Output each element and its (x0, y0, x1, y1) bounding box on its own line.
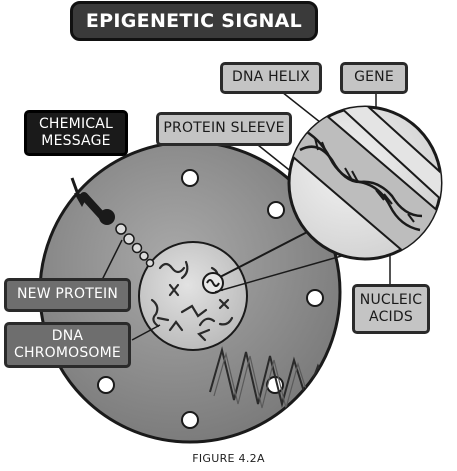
label-dna-helix-text: DNA HELIX (232, 69, 310, 85)
gene-locus-squiggle (206, 279, 220, 287)
nucleus (138, 241, 248, 351)
zoom-connector-lower (214, 254, 346, 293)
chemical-message-pathway (70, 177, 155, 268)
label-dna-chromosome: DNA CHROMOSOME (4, 322, 131, 368)
protein-coil-shadow (213, 351, 311, 411)
zoom-connector-upper (219, 227, 316, 278)
label-protein-sleeve: PROTEIN SLEEVE (156, 112, 292, 146)
label-gene: GENE (340, 62, 408, 94)
label-dna-chromosome-line2: CHROMOSOME (14, 345, 121, 361)
label-dna-chromosome-line1: DNA (51, 328, 84, 344)
dna-helix-detail (289, 107, 441, 259)
label-new-protein: NEW PROTEIN (4, 278, 131, 312)
label-chemical-message-line1: CHEMICAL (38, 116, 114, 132)
label-nucleic-acids-line2: ACIDS (369, 309, 413, 325)
label-nucleic-acids: NUCLEIC ACIDS (352, 284, 430, 334)
label-new-protein-text: NEW PROTEIN (17, 286, 118, 302)
label-gene-text: GENE (354, 69, 394, 85)
label-protein-sleeve-text: PROTEIN SLEEVE (163, 120, 285, 136)
page-title: EPIGENETIC SIGNAL (70, 1, 318, 41)
label-chemical-message: CHEMICAL MESSAGE (24, 110, 128, 156)
label-dna-helix: DNA HELIX (220, 62, 322, 94)
label-nucleic-acids-line1: NUCLEIC (359, 292, 423, 308)
label-chemical-message-line2: MESSAGE (41, 133, 111, 149)
figure-caption: FIGURE 4.2A (192, 452, 265, 465)
